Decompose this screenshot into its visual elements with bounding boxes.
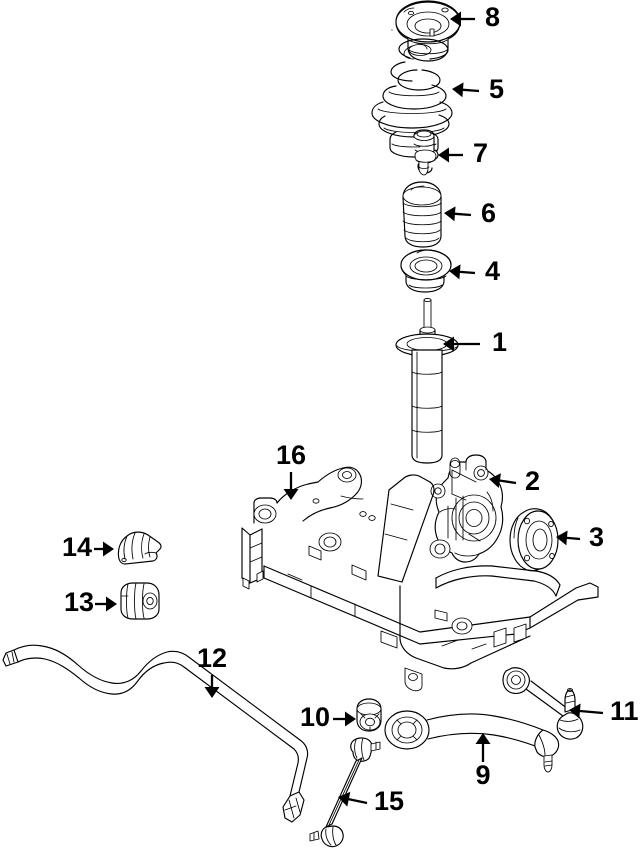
callout-strut-shock-absorber: 1 [443,327,507,357]
callout-arrow-head [338,791,351,807]
part-strut-assembly [395,297,459,464]
callout-number-12: 12 [197,643,227,673]
callout-leader-line [458,270,476,275]
callout-stabilizer-link: 15 [338,786,404,816]
part-steering-knuckle [429,454,504,563]
callout-lower-control-arm: 9 [475,733,491,790]
callout-number-10: 10 [300,702,330,732]
callout-stabilizer-bar-bushing: 13 [64,587,117,617]
part-stabilizer-bushing [120,582,160,620]
callout-strut-mount: 8 [450,2,500,32]
callout-wheel-hub-bearing: 3 [556,522,604,552]
callout-number-15: 15 [374,786,404,816]
callout-leader-line [461,88,480,93]
part-lower-control-arm [384,710,560,773]
callout-number-3: 3 [589,522,604,552]
callout-arrow-head [438,147,449,163]
callout-front-subframe-crossmember: 16 [276,440,306,500]
callout-bump-stop: 7 [438,138,488,168]
part-stabilizer-sway-bar [2,644,309,823]
callout-number-6: 6 [481,198,496,228]
part-stabilizer-link [309,737,381,848]
callout-dust-boot-bellows: 6 [444,198,496,228]
callout-arrow-head [345,711,356,727]
callout-arrow-head [204,687,220,698]
callout-arrow-head [475,733,491,744]
callout-upper-spring-seat: 4 [449,256,500,286]
callout-stabilizer-bar-bracket: 14 [62,532,114,562]
callout-arrow-head [556,530,568,546]
callout-arrow-head [443,336,454,352]
callout-number-14: 14 [62,532,92,562]
part-bump-stop [413,129,439,176]
part-stabilizer-bracket [117,531,162,565]
callout-coil-spring: 5 [452,74,504,104]
callout-control-arm-bushing: 10 [300,702,356,732]
callout-arrow-head [452,82,464,98]
part-control-arm-bushing [356,698,382,732]
callout-number-11: 11 [610,696,639,726]
part-wheel-hub-bearing [509,508,559,572]
callout-arrow-head [283,489,299,500]
callout-leader-line [453,212,472,217]
callout-arrow-head [106,596,117,612]
callout-arrow-head [444,206,456,222]
callout-steering-knuckle: 2 [489,466,540,496]
part-upper-spring-seat [400,249,452,293]
callout-number-1: 1 [492,327,507,357]
part-tension-strut-rod [502,667,584,740]
part-strut-mount [395,0,461,62]
callout-number-2: 2 [525,466,540,496]
callout-number-8: 8 [485,2,500,32]
callout-number-13: 13 [64,587,94,617]
callout-arrow-head [489,473,501,489]
callout-leader-line [347,797,368,805]
callout-arrow-head [449,264,461,280]
part-dust-boot [402,181,442,248]
callout-number-4: 4 [485,256,500,286]
callout-number-16: 16 [276,440,306,470]
callout-stabilizer-sway-bar: 12 [197,643,227,698]
callout-leader-line [578,709,604,715]
callout-leader-line [565,536,581,541]
callout-number-5: 5 [489,74,504,104]
callout-arrow-head [103,541,114,557]
callout-leader-line [498,479,517,485]
callout-arrow-head [569,703,581,719]
callout-tension-strut-rod: 11 [569,696,639,726]
callout-number-7: 7 [473,138,488,168]
callout-number-9: 9 [475,760,490,790]
part-front-subframe [241,466,599,692]
callout-arrow-head [450,11,461,27]
